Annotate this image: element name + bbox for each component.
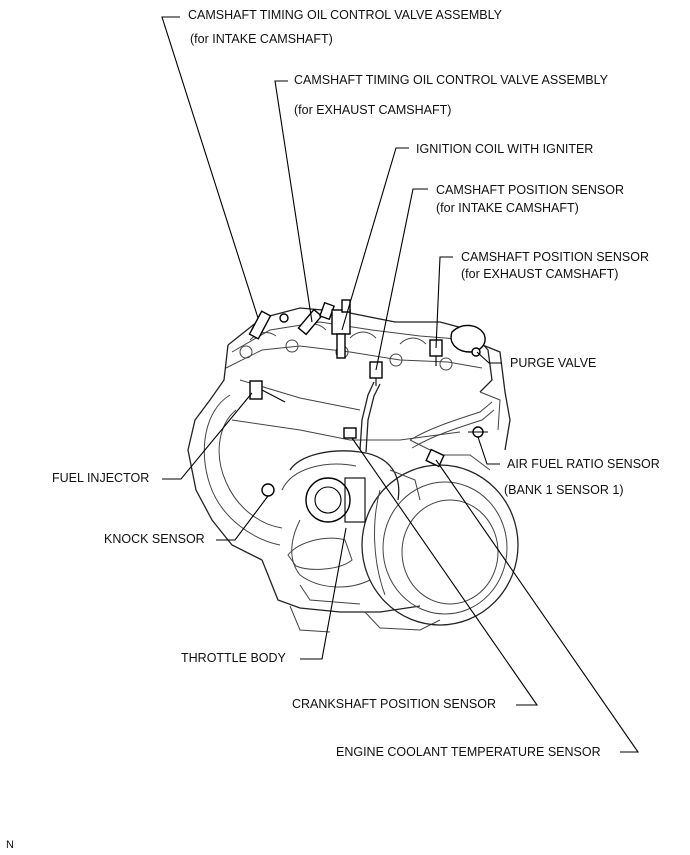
corner-mark: N — [6, 839, 14, 851]
crankshaft-sensor-part — [343, 427, 357, 439]
leader-coolant-sensor — [435, 459, 640, 753]
label-crankshaft-sensor: CRANKSHAFT POSITION SENSOR — [292, 697, 496, 711]
leader-ignition-coil — [341, 147, 409, 331]
label-ocv-intake-line2: (for INTAKE CAMSHAFT) — [190, 32, 333, 46]
leader-cmp-intake — [375, 188, 428, 371]
label-af-sensor-line2: (BANK 1 SENSOR 1) — [504, 483, 624, 497]
leader-throttle-body — [300, 527, 347, 660]
label-ocv-exhaust-line2: (for EXHAUST CAMSHAFT) — [294, 103, 452, 117]
label-af-sensor-line1: AIR FUEL RATIO SENSOR — [507, 457, 660, 471]
leader-ocv-intake — [161, 16, 259, 319]
label-throttle-body: THROTTLE BODY — [181, 651, 286, 665]
ignition-coil-part — [331, 299, 351, 359]
label-purge-valve: PURGE VALVE — [510, 356, 597, 370]
label-ocv-exhaust-line1: CAMSHAFT TIMING OIL CONTROL VALVE ASSEMB… — [294, 73, 608, 87]
label-cmp-exhaust-line1: CAMSHAFT POSITION SENSOR — [461, 250, 649, 264]
coolant-sensor-part — [425, 448, 445, 468]
label-coolant-sensor: ENGINE COOLANT TEMPERATURE SENSOR — [336, 745, 601, 759]
label-ignition-coil: IGNITION COIL WITH IGNITER — [416, 142, 594, 156]
label-cmp-exhaust-line2: (for EXHAUST CAMSHAFT) — [461, 267, 619, 281]
purge-valve-part — [450, 324, 486, 357]
throttle-body-part — [305, 477, 366, 523]
leader-fuel-injector — [162, 392, 253, 480]
label-knock-sensor: KNOCK SENSOR — [104, 532, 205, 546]
label-ocv-intake-line1: CAMSHAFT TIMING OIL CONTROL VALVE ASSEMB… — [188, 8, 502, 22]
knock-sensor-part — [261, 483, 275, 497]
ocv-intake-part — [248, 310, 289, 340]
leader-lines — [161, 16, 640, 753]
leader-knock-sensor — [216, 495, 269, 541]
af-sensor-part — [468, 426, 488, 438]
leader-crankshaft-sensor — [351, 437, 539, 706]
leader-af-sensor — [477, 436, 500, 465]
leader-ocv-exhaust — [274, 80, 313, 323]
label-cmp-intake-line2: (for INTAKE CAMSHAFT) — [436, 201, 579, 215]
cmp-intake-part — [369, 361, 383, 386]
leader-purge-valve — [476, 351, 502, 364]
leader-cmp-exhaust — [435, 256, 453, 349]
engine-block — [187, 307, 519, 633]
label-fuel-injector: FUEL INJECTOR — [52, 471, 150, 485]
label-cmp-intake-line1: CAMSHAFT POSITION SENSOR — [436, 183, 624, 197]
ocv-exhaust-part — [297, 301, 335, 336]
fuel-injector-part — [249, 380, 286, 403]
